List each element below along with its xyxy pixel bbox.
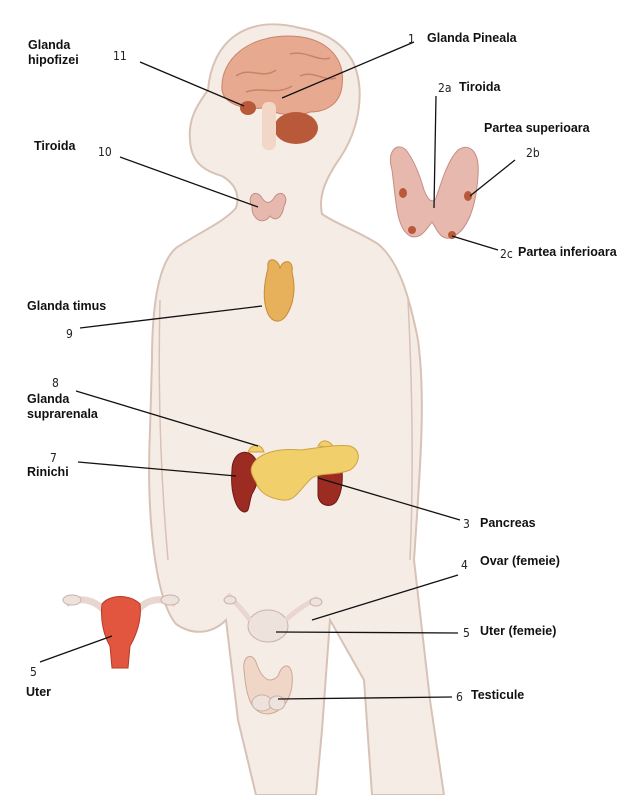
label-thymus-number: 9 [66,327,73,341]
label-lower-part-number: 2c [500,247,513,261]
label-pineal-number: 1 [408,32,415,46]
label-lower-part: Partea inferioara [518,245,617,260]
label-adrenal: Glanda suprarenala [27,392,137,422]
label-uterus-female-number: 5 [463,626,470,640]
label-kidney-number: 7 [50,451,57,465]
label-ovary-number: 4 [461,558,468,572]
label-uterus-left-number: 5 [30,665,37,679]
label-uterus-female: Uter (femeie) [480,624,556,639]
label-pancreas-number: 3 [463,517,470,531]
label-testicles-number: 6 [456,690,463,704]
label-kidney: Rinichi [27,465,69,480]
label-pituitary: Glanda hipofizei [28,38,124,68]
label-thyroid-main-number: 2a [438,81,451,95]
label-thyroid-main: Tiroida [459,80,500,95]
label-upper-part: Partea superioara [484,121,590,136]
uterus-illustration [63,595,179,668]
label-uterus-left: Uter [26,685,51,700]
leader-thyroid-2a [434,96,436,208]
label-upper-part-number: 2b [526,146,540,160]
label-thyroid-left-number: 10 [98,145,112,159]
leader-uterus-left [40,636,112,662]
label-adrenal-number: 8 [52,376,59,390]
label-testicles: Testicule [471,688,524,703]
label-pituitary-number: 11 [113,49,127,63]
label-ovary: Ovar (femeie) [480,554,560,569]
label-thymus: Glanda timus [27,299,106,314]
label-pancreas: Pancreas [480,516,536,531]
label-pineal: Glanda Pineala [427,31,517,46]
leader-thyroid-2c [452,236,498,250]
label-thyroid-left: Tiroida [34,139,75,154]
